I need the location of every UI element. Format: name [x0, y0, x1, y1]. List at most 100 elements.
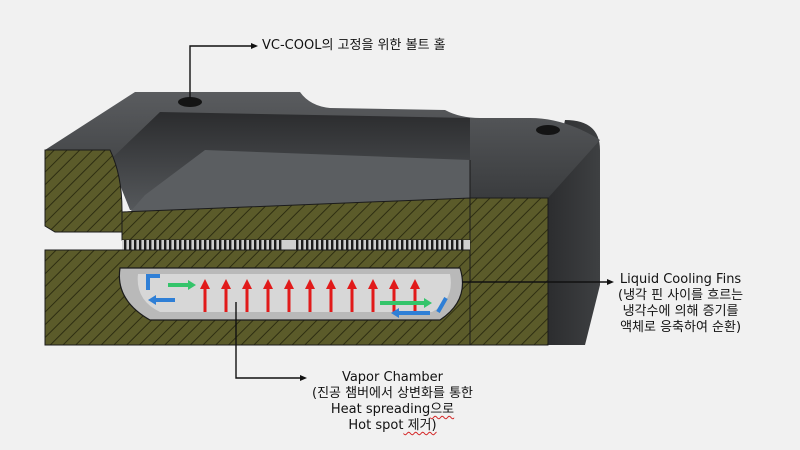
- cooling-fin: [159, 240, 162, 252]
- cooling-fin: [306, 240, 309, 252]
- cooling-fin: [234, 240, 237, 252]
- cooling-fin: [149, 240, 152, 252]
- cooling-fin: [331, 240, 334, 252]
- liquid-flow-left: [146, 274, 196, 305]
- cooling-fin: [431, 240, 434, 252]
- bolt-hole-left: [178, 97, 202, 107]
- bolt-hole-right: [536, 125, 560, 135]
- leader-vapor-chamber: [235, 302, 300, 379]
- red-up-arrow-icon: [200, 279, 210, 312]
- cooling-fin: [144, 240, 147, 252]
- cooling-fin: [279, 240, 282, 252]
- cooling-fin: [269, 240, 272, 252]
- cooling-fin: [214, 240, 217, 252]
- cooling-fin: [164, 240, 167, 252]
- vapor-chamber-label: Vapor Chamber (진공 챔버에서 상변화를 통한 Heat spre…: [312, 370, 473, 434]
- cooling-fin: [386, 240, 389, 252]
- fins-desc-line: (냉각 핀 사이를 흐르는: [618, 288, 744, 303]
- fins-title: Liquid Cooling Fins: [619, 272, 742, 287]
- cooling-fin: [244, 240, 247, 252]
- leader-bolt-arrowhead: [251, 43, 258, 49]
- red-up-arrow-icon: [305, 279, 315, 312]
- vapor-chamber-inner: [137, 274, 451, 312]
- cooling-fin: [401, 240, 404, 252]
- fins-desc-line: 냉각수에 의해 증기를: [622, 304, 739, 319]
- blue-arrow-icon: [391, 308, 399, 318]
- heat-arrows: [200, 279, 420, 312]
- cooling-fin: [336, 240, 339, 252]
- cooling-fin: [129, 240, 132, 252]
- red-up-arrow-icon: [410, 279, 420, 312]
- red-up-arrow-icon: [347, 279, 357, 312]
- cooling-fin: [356, 240, 359, 252]
- cooling-fin: [426, 240, 429, 252]
- fins-desc-line: 액체로 응축하여 순환): [620, 320, 742, 335]
- leader-vc-arrowhead: [300, 375, 307, 381]
- cooling-fin: [189, 240, 192, 252]
- blue-arrow-icon: [148, 295, 156, 305]
- cooling-fin: [326, 240, 329, 252]
- cooling-fin: [321, 240, 324, 252]
- cooling-fin: [139, 240, 142, 252]
- cooling-fin: [441, 240, 444, 252]
- vapor-chamber-title: Vapor Chamber: [341, 370, 444, 385]
- blue-arrow-icon: [436, 297, 448, 313]
- cooling-fin: [316, 240, 319, 252]
- cooling-fin: [259, 240, 262, 252]
- hot-spot-suffix: 제거): [403, 418, 437, 433]
- cooling-fin: [204, 240, 207, 252]
- green-arrow-icon: [424, 298, 432, 308]
- red-up-arrow-icon: [263, 279, 273, 312]
- bolt-hole-label: VC-COOL의 고정을 위한 볼트 홀: [262, 38, 446, 53]
- cooling-fin: [274, 240, 277, 252]
- fins-label: Liquid Cooling Fins (냉각 핀 사이를 흐르는 냉각수에 의…: [618, 272, 743, 336]
- leader-lines: [189, 43, 614, 381]
- section-wall-left: [44, 149, 123, 233]
- liquid-flow-right: [380, 297, 448, 318]
- cooling-fin: [366, 240, 369, 252]
- cooling-fin: [456, 240, 459, 252]
- cooling-fin: [376, 240, 379, 252]
- cooling-fin: [296, 240, 299, 252]
- liquid-cooling-fins: [122, 240, 470, 252]
- red-up-arrow-icon: [368, 279, 378, 312]
- leader-fins-arrowhead: [607, 279, 614, 285]
- cooling-fin: [209, 240, 212, 252]
- cooling-fin: [134, 240, 137, 252]
- cooling-fin: [184, 240, 187, 252]
- red-up-arrow-icon: [221, 279, 231, 312]
- cooling-fin: [346, 240, 349, 252]
- cooling-fin: [224, 240, 227, 252]
- cooling-fin: [169, 240, 172, 252]
- cooling-fin: [451, 240, 454, 252]
- cooling-fin: [249, 240, 252, 252]
- cooling-fin: [371, 240, 374, 252]
- cooling-fin: [154, 240, 157, 252]
- vapor-chamber-desc-line: (진공 챔버에서 상변화를 통한: [312, 386, 473, 401]
- red-up-arrow-icon: [389, 279, 399, 312]
- cooling-fin: [361, 240, 364, 252]
- blue-arrow-icon: [146, 274, 160, 290]
- leader-bolt-hole: [189, 45, 252, 98]
- cooling-fin: [174, 240, 177, 252]
- hot-spot-text: Hot spot: [348, 418, 404, 433]
- vapor-chamber-desc-line: Heat spreading으로: [312, 402, 473, 418]
- cooling-fin: [229, 240, 232, 252]
- cooling-fin: [179, 240, 182, 252]
- pocket-floor: [130, 150, 470, 212]
- heat-spreading-text: Heat spreading: [330, 402, 431, 417]
- red-up-arrow-icon: [326, 279, 336, 312]
- cooling-fin: [199, 240, 202, 252]
- cooling-fin: [194, 240, 197, 252]
- cooling-fin: [391, 240, 394, 252]
- cooling-fin: [421, 240, 424, 252]
- red-up-arrow-icon: [242, 279, 252, 312]
- cooling-fin: [406, 240, 409, 252]
- cooling-fin: [341, 240, 344, 252]
- cooling-fin: [416, 240, 419, 252]
- cooling-fin: [239, 240, 242, 252]
- cooling-fin: [264, 240, 267, 252]
- cooling-fin: [301, 240, 304, 252]
- cooling-fin: [396, 240, 399, 252]
